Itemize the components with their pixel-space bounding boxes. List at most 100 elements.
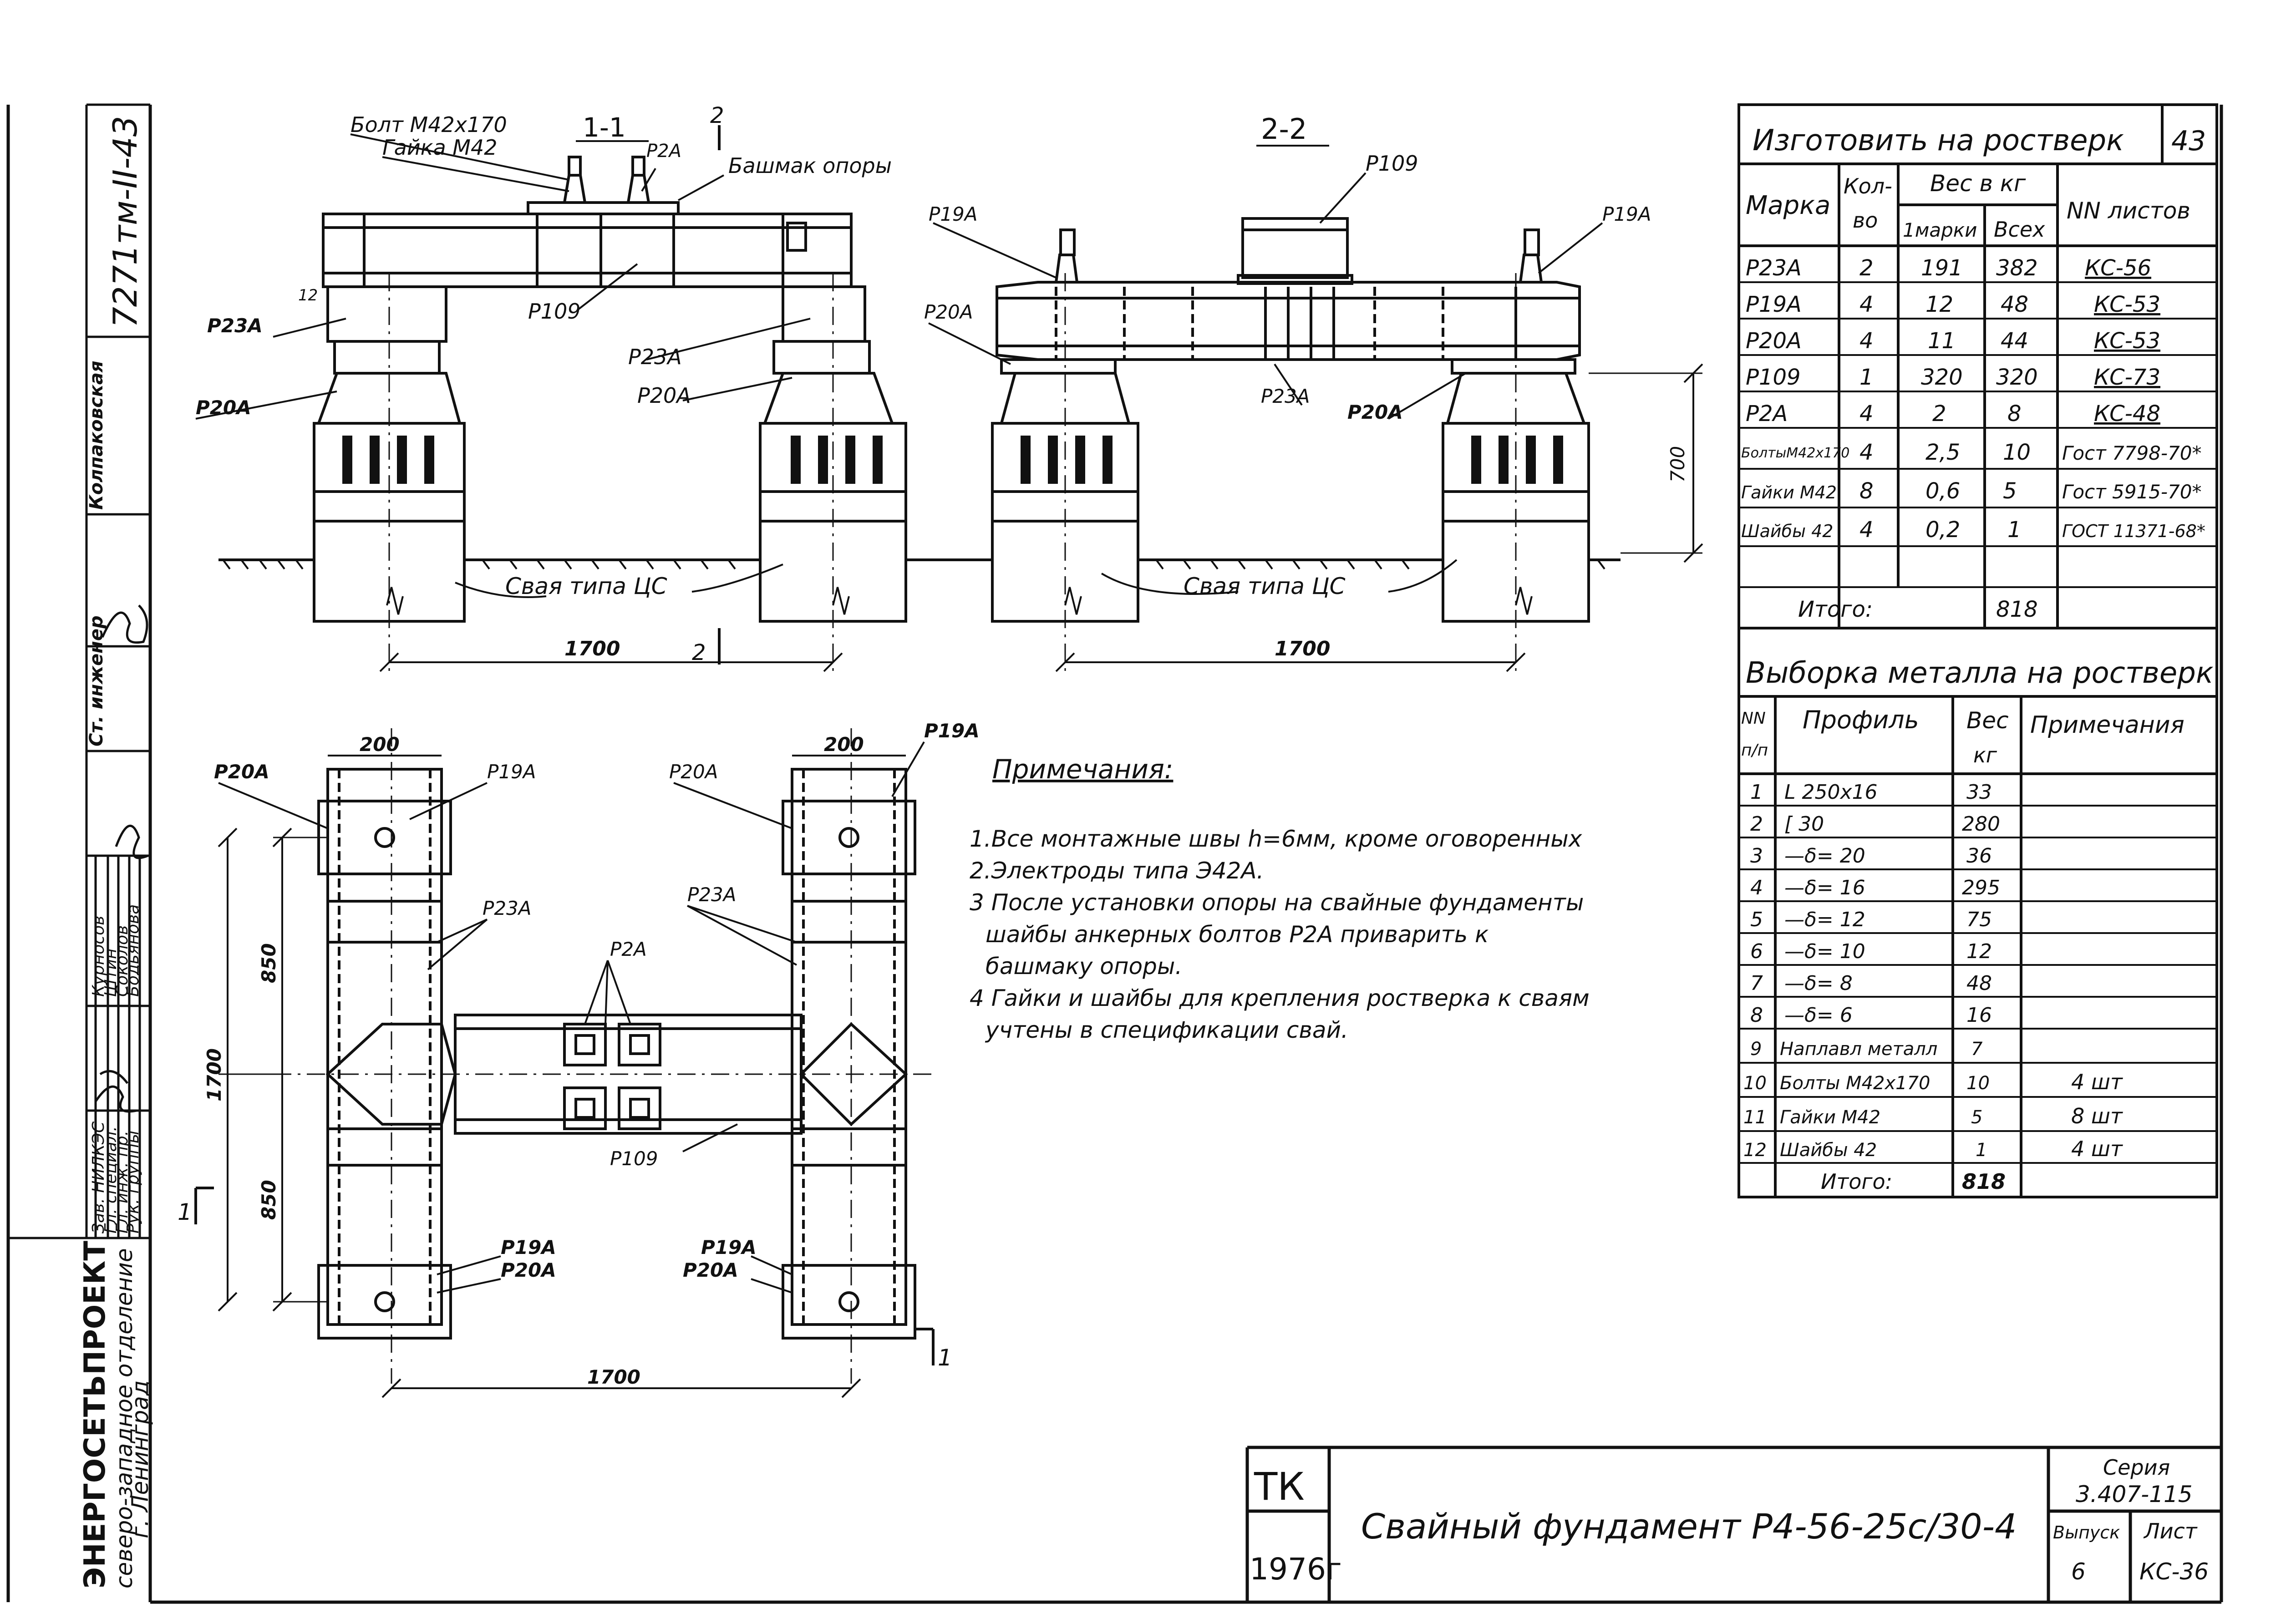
plan-p19a-bl: Р19А	[501, 1236, 556, 1259]
cell-sheet: ГОСТ 11371-68*	[2062, 521, 2205, 541]
plan-w200-right: 200	[824, 733, 864, 756]
cell-weight: 16	[1966, 1004, 1992, 1027]
name-shtin: Штин	[102, 949, 120, 997]
cell-nn: 9	[1750, 1039, 1762, 1060]
cell-profile: Болты М42х170	[1780, 1073, 1931, 1094]
plan-p20a-br: Р20А	[683, 1259, 738, 1281]
sheet-frame	[6, 105, 2223, 1604]
cell-profile: —δ= 6	[1784, 1004, 1853, 1027]
table1-total: 818	[1996, 597, 2038, 622]
plan-d850-top: 850	[258, 943, 280, 983]
role-chief-engineer: Гл. инж. пр.	[113, 1131, 132, 1233]
cell-wall: 382	[1996, 255, 2038, 281]
title-block	[1245, 1446, 2221, 1602]
plan-cut-1-left: 1	[178, 1199, 192, 1225]
cell-w1: 2	[1932, 401, 1946, 426]
cell-w1: 11	[1928, 328, 1956, 354]
cell-wall: 48	[2001, 292, 2028, 317]
stamp-tk: ТК	[1254, 1464, 1305, 1509]
cell-profile: —δ= 16	[1784, 876, 1865, 899]
cell-qty: 1	[1859, 365, 1874, 390]
plan-p19a-br: Р19А	[701, 1236, 757, 1259]
table2-h-weight2: кг	[1973, 743, 1997, 767]
plan-dim-bottom: 1700	[587, 1366, 640, 1388]
plan-p23a-left: Р23А	[483, 897, 532, 919]
table1-title: Изготовить на ростверк	[1753, 124, 2124, 157]
table1-h-qty1: Кол-	[1844, 174, 1892, 198]
note-line: 1.Все монтажные швы h=6мм, кроме оговоре…	[970, 826, 1582, 852]
name-sokolov: Соколов	[113, 925, 132, 997]
shoe-label: Башмак опоры	[728, 153, 892, 178]
cell-qty: 4	[1859, 292, 1874, 317]
plan-p20a-tr: Р20А	[669, 761, 718, 783]
plan-view-labels: Р20А 200 Р19А Р23А Р20А 200 Р19А Р23А Р2…	[178, 720, 980, 1388]
table2-total-label: Итого:	[1821, 1169, 1892, 1194]
cell-sheet: КС-53	[2094, 328, 2160, 354]
cell-mark: БолтыМ42х170	[1741, 445, 1849, 461]
cell-weight: 10	[1966, 1073, 1990, 1094]
cut-mark-2-bottom: 2	[692, 640, 706, 665]
note-line: 3 После установки опоры на свайные фунда…	[970, 889, 1584, 916]
cell-w1: 191	[1921, 255, 1963, 281]
p23a-left-label: Р23А	[207, 315, 263, 337]
p20a-left-label: Р20А	[196, 396, 251, 419]
role-group-lead: Рук. группы	[124, 1131, 142, 1233]
stamp-year: 1976г	[1250, 1552, 1342, 1587]
cell-profile: —δ= 8	[1784, 972, 1853, 995]
p23a-label-2: Р23А	[1261, 385, 1310, 407]
view-2-2	[920, 145, 1703, 674]
table1-h-qty2: во	[1853, 208, 1878, 233]
cell-weight: 36	[1966, 844, 1992, 868]
cell-profile: —δ= 12	[1784, 908, 1865, 931]
cell-w1: 0,2	[1925, 517, 1960, 543]
table2-h-profile: Профиль	[1803, 705, 1919, 734]
table2-h-note: Примечания	[2030, 711, 2185, 739]
cell-nn: 6	[1750, 940, 1763, 963]
stamp-sheet-label: Лист	[2143, 1519, 2198, 1543]
org-branch: северо-западное отделение	[111, 1248, 137, 1588]
dim-1700-left: 1700	[564, 637, 620, 660]
cell-profile: [ 30	[1784, 812, 1824, 836]
cell-nn: 10	[1743, 1073, 1767, 1094]
table1-qty-title: 43	[2171, 125, 2206, 157]
cell-note: 4 шт	[2071, 1070, 2123, 1094]
p20a-mid-label: Р20А	[637, 383, 691, 408]
stamp-title: Свайный фундамент Р4-56-25с/30-4	[1361, 1506, 2017, 1547]
cell-wall: 1	[2007, 517, 2022, 543]
cell-wall: 320	[1996, 365, 2038, 390]
table-row: Гайки М42 8 0,6 5 Гост 5915-70*	[1741, 478, 2202, 504]
name-kurnosov: Курносов	[89, 916, 108, 997]
cell-nn: 7	[1750, 972, 1763, 995]
note-line: шайбы анкерных болтов Р2А приварить к	[986, 921, 1489, 948]
stamp-series: 3.407-115	[2076, 1481, 2193, 1507]
table1-h-mark: Марка	[1746, 191, 1830, 220]
pile-label-left: Свая типа ЦС	[505, 573, 667, 599]
table-metal-text: Выборка металла на ростверк NN п/п Профи…	[1741, 656, 2214, 1194]
cell-mark: Р23А	[1746, 255, 1802, 281]
cell-wall: 10	[2003, 440, 2031, 465]
cell-weight: 295	[1962, 876, 2000, 899]
pile-label-right: Свая типа ЦС	[1184, 573, 1346, 599]
stamp-sheet: КС-36	[2139, 1558, 2209, 1585]
drawing-code: 7271тм-II-43	[106, 116, 144, 328]
cell-profile: —δ= 20	[1784, 844, 1865, 868]
table-manufacture-text: Изготовить на ростверк 43 Марка Кол- во …	[1741, 124, 2206, 622]
cell-nn: 8	[1750, 1004, 1763, 1027]
table-row: Р20А 4 11 44 КС-53	[1746, 328, 2160, 354]
cell-profile: Гайки М42	[1780, 1107, 1880, 1128]
cut-mark-2-top: 2	[710, 103, 724, 128]
cell-nn: 12	[1743, 1140, 1767, 1161]
table2-total: 818	[1962, 1169, 2006, 1194]
table-row: БолтыМ42х170 4 2,5 10 Гост 7798-70*	[1741, 440, 2202, 465]
p19a-right-label: Р19А	[1602, 203, 1651, 225]
name-kolpakovskaya: Колпаковская	[86, 360, 107, 510]
plan-d1700: 1700	[203, 1048, 225, 1101]
note-line: учтены в спецификации свай.	[985, 1017, 1348, 1043]
